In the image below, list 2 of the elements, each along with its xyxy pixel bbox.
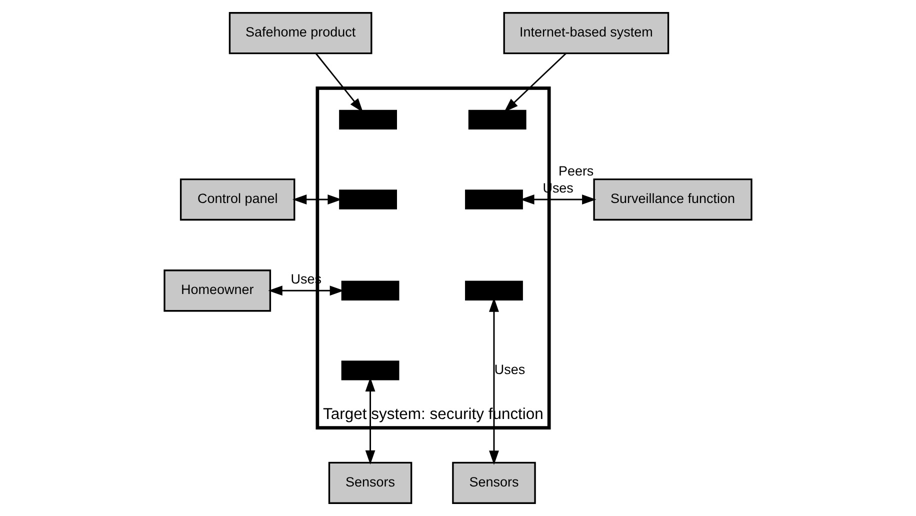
node-label: Peers [558, 163, 594, 178]
edge-label: Uses [494, 362, 526, 377]
